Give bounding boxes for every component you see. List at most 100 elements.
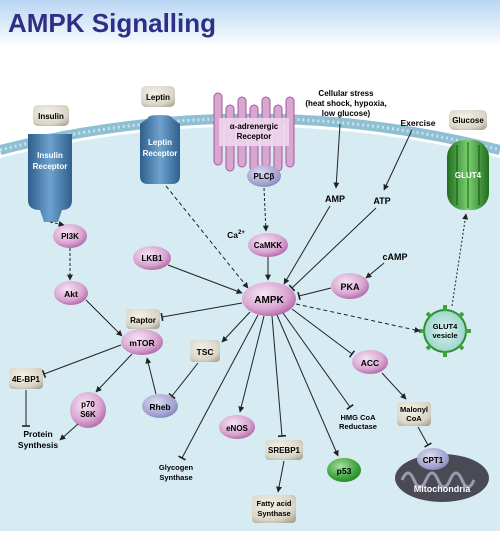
ampk-node (242, 282, 296, 316)
insulin-label: Insulin (38, 112, 64, 121)
glucose-node (449, 110, 487, 130)
akt-node (54, 281, 88, 305)
edge-amp-ampk (283, 205, 331, 285)
edge-p70-protein (59, 423, 79, 441)
edge-ampk-enos (238, 315, 265, 413)
atp-label: ATP (373, 196, 390, 206)
p53-label: p53 (337, 466, 352, 476)
rheb-node (142, 394, 178, 418)
cell-cytoplasm (0, 126, 500, 531)
lkb1-node (133, 246, 171, 270)
page-title: AMPK Signalling (8, 8, 216, 38)
leptin-label: Leptin (146, 93, 170, 102)
akt-label: Akt (64, 289, 78, 299)
pka-node (331, 273, 369, 299)
raptor-node (126, 309, 160, 329)
lkb1-label: LKB1 (142, 254, 163, 263)
camkk-node (248, 233, 288, 257)
tsc-node (190, 340, 220, 362)
edge-ampk-raptor (160, 302, 243, 322)
edge-exercise-atp (383, 129, 413, 191)
edge-insr-pi3k (49, 220, 65, 227)
mitochondria-organelle: Mitochondria (395, 454, 489, 502)
mitochondria-label: Mitochondria (414, 484, 471, 494)
fatty-acid-synthase-node (252, 495, 296, 523)
camp-label: cAMP (382, 252, 407, 262)
ampk-label: AMPK (254, 295, 284, 306)
edge-lepr-ampk (165, 185, 249, 289)
enos-node (219, 415, 255, 439)
p70s6k-node (70, 392, 106, 428)
edge-akt-mtor (85, 299, 123, 337)
edge-atp-ampk (288, 207, 377, 292)
plcb-label: PLCβ (254, 172, 275, 181)
insulin-ligand (33, 105, 69, 126)
glut4-transporter: GLUT4 (447, 140, 489, 210)
camkk-label: CaMKK (254, 241, 283, 250)
4ebp1-label: 4E-BP1 (12, 375, 41, 384)
edge-rheb-mtor (145, 357, 157, 395)
leptin-ligand (141, 86, 175, 107)
edge-plcb-camkk (262, 187, 269, 232)
4ebp1-node (9, 368, 43, 389)
glut4-label: GLUT4 (455, 171, 482, 180)
amp-label: AMP (325, 194, 345, 204)
edge-ampk-p53 (276, 314, 339, 457)
edge-ampk-glut4vesicle (295, 303, 421, 333)
tsc-label: TSC (197, 347, 214, 357)
edge-vesicle-glut4 (451, 213, 469, 307)
glucose-label: Glucose (452, 116, 484, 125)
cpt1-label: CPT1 (423, 456, 444, 465)
edge-tsc-rheb (168, 362, 199, 400)
edge-ampk-acc (291, 308, 356, 358)
edge-ampk-tsc (221, 311, 251, 343)
edge-ampk-srebp1 (271, 315, 287, 438)
mtor-label: mTOR (129, 338, 154, 348)
malonyl-coa-node (397, 402, 431, 426)
srebp1-label: SREBP1 (268, 446, 301, 455)
plcb-node (247, 165, 281, 187)
srebp1-node (265, 440, 303, 460)
edge-pka-ampk (297, 287, 332, 301)
p53-node (327, 458, 361, 482)
edge-mtor-p70 (95, 353, 133, 393)
edge-mtor-4ebp1 (41, 344, 122, 379)
title-banner (0, 0, 500, 48)
edge-acc-malonyl (381, 372, 407, 400)
rheb-label: Rheb (149, 402, 170, 412)
acc-label: ACC (361, 358, 379, 368)
acc-node (352, 350, 388, 374)
pka-label: PKA (340, 282, 360, 292)
edge-lkb1-ampk (167, 264, 243, 294)
edge-stress-amp (333, 123, 341, 189)
edge-srebp1-fas (276, 460, 285, 493)
pi3k-node (53, 224, 87, 248)
mtor-node (121, 329, 163, 355)
calcium-label: Ca2+ (227, 230, 245, 240)
exercise-label: Exercise (401, 118, 436, 128)
enos-label: eNOS (226, 424, 248, 433)
cellular-stress-label: Cellular stress(heat shock, hypoxia,low … (305, 89, 386, 118)
pi3k-label: PI3K (61, 232, 79, 241)
cpt1-node (417, 448, 449, 470)
raptor-label: Raptor (130, 316, 156, 325)
edge-ampk-hmg (282, 312, 354, 410)
edge-malonyl-cpt1 (417, 426, 432, 448)
edge-camp-pka (365, 262, 385, 279)
